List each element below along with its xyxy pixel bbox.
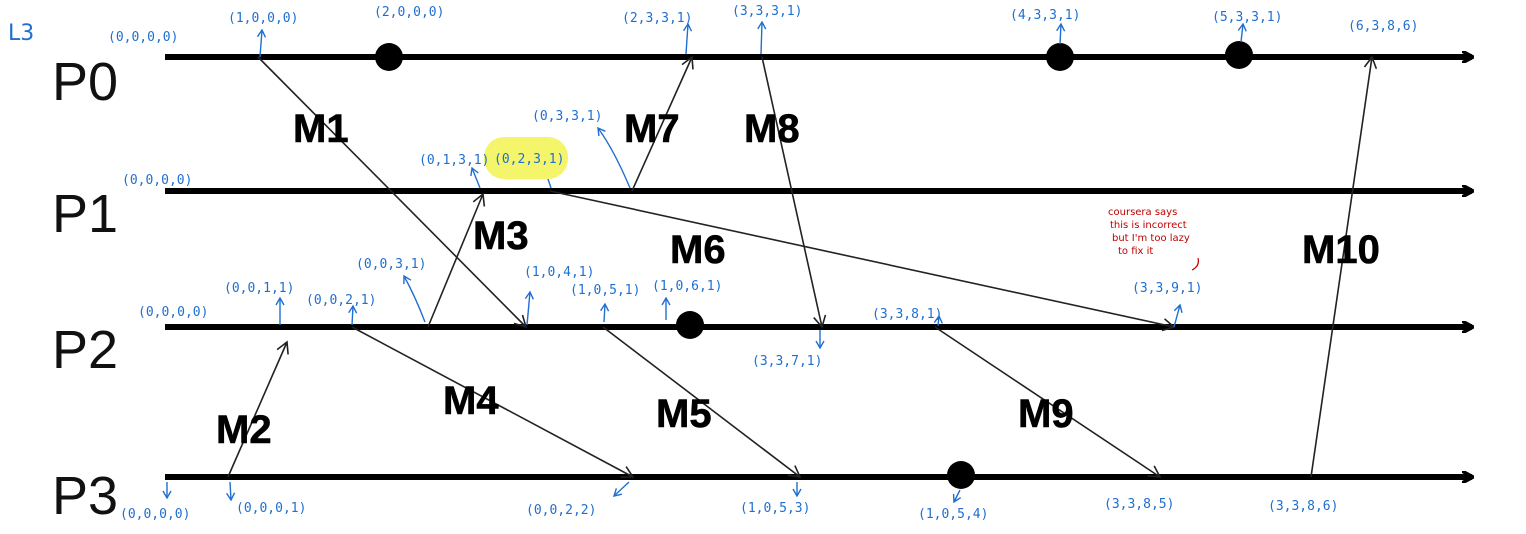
annotation-arrow xyxy=(682,22,693,55)
note-line: to fix it xyxy=(1118,246,1153,257)
timestamp-label: (3,3,9,1) xyxy=(1132,281,1202,296)
message-label-m10: M10 xyxy=(1302,228,1380,272)
annotation-arrow xyxy=(600,302,610,323)
timestamp-label: (0,0,2,2) xyxy=(526,503,596,518)
message-arrow-m4 xyxy=(351,326,635,478)
annotation-arrow xyxy=(524,290,534,326)
timestamp-label: (0,0,0,0) xyxy=(122,173,192,188)
process-label-p2: P2 xyxy=(52,320,118,380)
message-label-m9: M9 xyxy=(1018,392,1074,436)
coursera-note: coursera says this is incorrect but I'm … xyxy=(1108,207,1199,271)
message-arrow-m1 xyxy=(257,56,528,329)
timestamp-label: (0,0,0,0) xyxy=(108,30,178,45)
timestamp-label: (5,3,3,1) xyxy=(1212,10,1282,25)
internal-event-dot xyxy=(375,43,403,71)
timestamp-label: (0,2,3,1) xyxy=(494,152,564,167)
message-label-m6: M6 xyxy=(670,228,726,272)
annotation-arrow xyxy=(470,166,481,189)
annotation-arrow xyxy=(597,126,631,189)
timestamp-label: (3,3,8,5) xyxy=(1104,497,1174,512)
message-arrow-m2 xyxy=(227,340,289,478)
message-arrow-m9 xyxy=(934,326,1162,478)
timestamp-label: (3,3,7,1) xyxy=(752,354,822,369)
annotation-arrow xyxy=(1237,22,1247,43)
annotation-arrow xyxy=(1056,22,1066,45)
message-arrow-m8 xyxy=(761,56,827,329)
process-label-p1: P1 xyxy=(52,184,118,244)
timestamp-label: (3,3,8,1) xyxy=(872,307,942,322)
annotation-arrow xyxy=(952,489,962,504)
timestamp-label: (0,0,0,0) xyxy=(120,507,190,522)
note-line: coursera says xyxy=(1108,207,1177,218)
process-label-p3: P3 xyxy=(52,466,118,526)
message-label-m2: M2 xyxy=(216,408,272,452)
timestamp-label: (0,0,2,1) xyxy=(306,293,376,308)
internal-event-dot xyxy=(676,311,704,339)
message-label-m8: M8 xyxy=(744,107,800,151)
message-arrow-m3 xyxy=(427,192,486,328)
message-label-m7: M7 xyxy=(624,107,680,151)
timestamp-label: (1,0,5,1) xyxy=(570,283,640,298)
timestamp-label: (0,3,3,1) xyxy=(532,109,602,124)
message-label-m1: M1 xyxy=(293,107,349,151)
annotation-arrow xyxy=(226,481,236,502)
highlight-marker xyxy=(484,137,568,179)
message-arrow-m7 xyxy=(631,55,694,192)
message-label-m3: M3 xyxy=(473,214,529,258)
timestamp-label: (0,0,3,1) xyxy=(356,257,426,272)
annotation-arrow xyxy=(348,304,358,326)
message-arrow-m10 xyxy=(1310,55,1378,478)
annotation-arrow xyxy=(757,20,767,55)
timestamp-label: (1,0,0,0) xyxy=(228,11,298,26)
timestamp-label: (6,3,8,6) xyxy=(1348,19,1418,34)
note-line: but I'm too lazy xyxy=(1112,233,1190,244)
message-label-m5: M5 xyxy=(656,392,712,436)
internal-event-dot xyxy=(1225,41,1253,69)
internal-event-dot xyxy=(1046,43,1074,71)
timestamp-label: (0,0,0,1) xyxy=(236,501,306,516)
note-line: this is incorrect xyxy=(1110,220,1187,231)
annotation-arrow xyxy=(933,314,943,327)
message-arrow-m6 xyxy=(549,190,1176,332)
timestamp-label: (1,0,4,1) xyxy=(524,265,594,280)
corner-label: L3 xyxy=(8,21,34,46)
note-arrow xyxy=(1191,257,1199,271)
message-label-m4: M4 xyxy=(443,379,499,423)
annotation-arrow xyxy=(256,28,267,58)
timestamp-label: (0,1,3,1) xyxy=(419,153,489,168)
timestamp-label: (3,3,3,1) xyxy=(732,4,802,19)
annotation-arrow xyxy=(612,481,630,497)
timestamp-label: (3,3,8,6) xyxy=(1268,499,1338,514)
timestamp-label: (1,0,6,1) xyxy=(652,279,722,294)
annotation-arrow xyxy=(1173,303,1183,328)
timestamp-label: (4,3,3,1) xyxy=(1010,8,1080,23)
timestamp-label: (0,0,1,1) xyxy=(224,281,294,296)
timestamp-label: (1,0,5,4) xyxy=(918,507,988,522)
annotation-arrow xyxy=(403,274,426,323)
timestamp-label: (2,3,3,1) xyxy=(622,11,692,26)
internal-event-dot xyxy=(947,461,975,489)
message-arrow-m5 xyxy=(602,326,802,479)
process-label-p0: P0 xyxy=(52,52,118,112)
timestamp-label: (1,0,5,3) xyxy=(740,501,810,516)
timestamp-label: (2,0,0,0) xyxy=(374,5,444,20)
timestamp-label: (0,0,0,0) xyxy=(138,305,208,320)
